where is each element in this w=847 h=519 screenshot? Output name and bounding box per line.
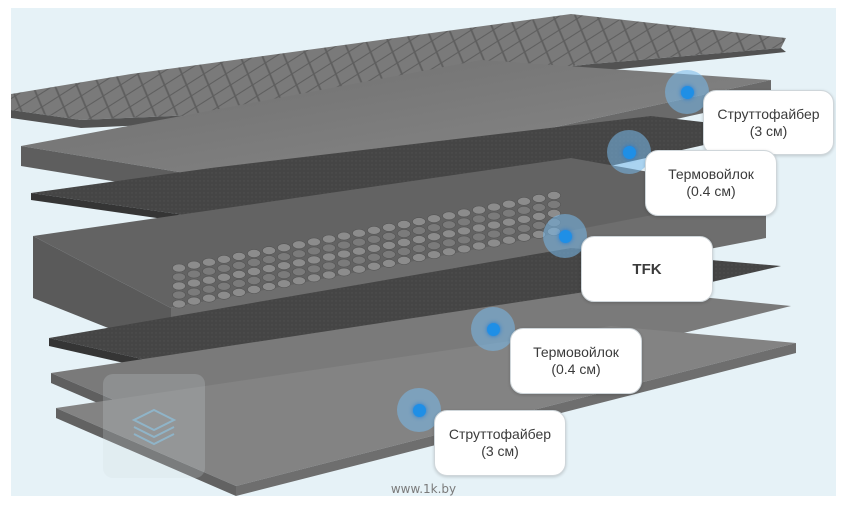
hotspot-dot-icon bbox=[486, 322, 500, 336]
layers-icon bbox=[131, 408, 177, 446]
callout-top-struttofiber: Струттофайбер (3 см) bbox=[703, 90, 834, 155]
hotspot-spring-block[interactable] bbox=[543, 214, 587, 258]
callout-title: Термовойлок bbox=[668, 166, 754, 182]
hotspot-top-thermofelt[interactable] bbox=[607, 130, 651, 174]
hotspot-top-struttofiber[interactable] bbox=[665, 70, 709, 114]
callout-thickness: (3 см) bbox=[749, 122, 788, 139]
callout-title: Струттофайбер bbox=[717, 105, 820, 122]
hotspot-dot-icon bbox=[412, 403, 426, 417]
hotspot-bottom-struttofiber[interactable] bbox=[397, 388, 441, 432]
callout-top-thermofelt: Термовойлок (0.4 см) bbox=[645, 150, 777, 216]
viewer-stage: Струттофайбер (3 см) Термовойлок (0.4 см… bbox=[11, 8, 836, 496]
callout-bottom-struttofiber: Струттофайбер (3 см) bbox=[434, 410, 566, 476]
watermark-text: www.1k.by bbox=[390, 482, 457, 496]
callout-thickness: (3 см) bbox=[481, 443, 519, 459]
hotspot-bottom-thermofelt[interactable] bbox=[471, 307, 515, 351]
callout-thickness: (0.4 см) bbox=[686, 183, 736, 199]
hotspot-dot-icon bbox=[622, 145, 636, 159]
callout-title: Термовойлок bbox=[533, 344, 619, 360]
callout-spring-block: TFK bbox=[581, 236, 713, 302]
callout-title: Струттофайбер bbox=[448, 426, 552, 442]
callout-thickness: (0.4 см) bbox=[551, 361, 601, 377]
callout-bottom-thermofelt: Термовойлок (0.4 см) bbox=[510, 328, 642, 394]
hotspot-dot-icon bbox=[680, 85, 694, 99]
layers-toggle-button[interactable] bbox=[103, 374, 205, 478]
hotspot-dot-icon bbox=[558, 229, 572, 243]
callout-title: TFK bbox=[632, 260, 662, 278]
